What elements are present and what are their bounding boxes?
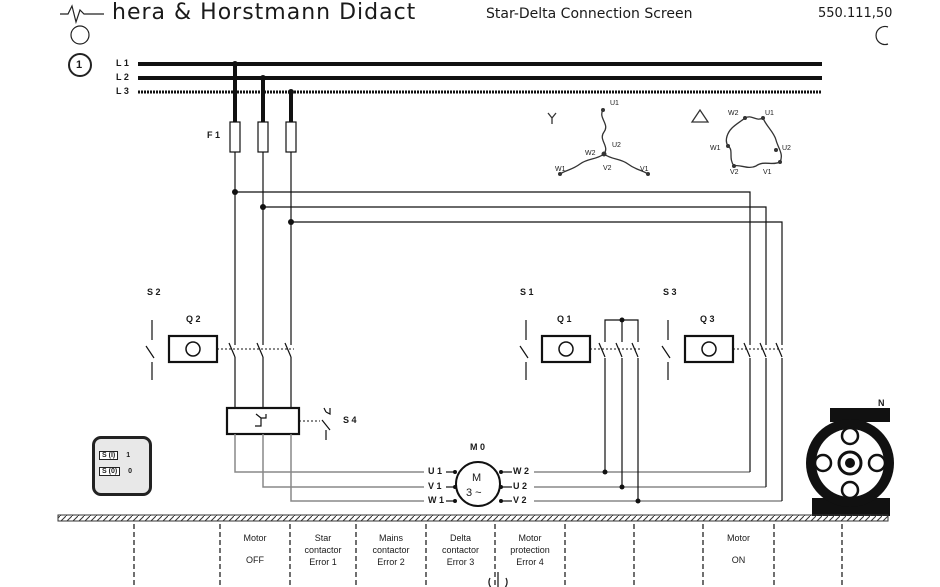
page-title: Star-Delta Connection Screen: [486, 6, 693, 22]
terminal-u2: U 2: [513, 481, 528, 491]
delta-label-w2: W2: [728, 110, 739, 117]
corner-hole-left: [70, 25, 90, 45]
error3-line1: Delta: [449, 533, 471, 543]
delta-diagram: [690, 108, 782, 169]
error2-line2: contactor: [372, 545, 410, 555]
mains-contactor-error-button[interactable]: Mains contactor Error 2: [358, 532, 424, 568]
power-symbol-icon: [488, 572, 508, 587]
star-diagram: [547, 109, 649, 175]
star-label-u2: U2: [612, 142, 621, 149]
page-number-circle: [68, 53, 92, 77]
error4-line3: Error 4: [516, 557, 544, 567]
star-nodes: [558, 108, 650, 176]
error2-line3: Error 2: [377, 557, 405, 567]
motor-on-button[interactable]: Motor ON: [705, 532, 772, 566]
label-s2: S 2: [147, 287, 161, 297]
delta-label-v2: V2: [730, 169, 739, 176]
switch-legend: S (I) 1 S (0) 0: [92, 436, 152, 496]
motor-protection-error-button[interactable]: Motor protection Error 4: [497, 532, 563, 568]
legend-key-off: S (0): [99, 467, 121, 476]
winding-junctions: [602, 317, 641, 504]
error3-line3: Error 3: [446, 557, 475, 567]
brand-logo-icon: [60, 4, 104, 25]
bus-label-l1: L 1: [116, 58, 129, 68]
label-q1: Q 1: [557, 314, 572, 324]
legend-val-off: 0: [128, 468, 133, 475]
motor-winding-lines: [534, 471, 782, 502]
ground-strip: [57, 514, 889, 522]
fuse-f1: [229, 121, 297, 153]
terminal-w2: W 2: [513, 466, 530, 476]
bus-label-l2: L 2: [116, 72, 129, 82]
part-code: 550.111,50: [818, 6, 893, 21]
delta-contactor-error-button[interactable]: Delta contactor Error 3: [428, 532, 493, 568]
star-label-v2: V2: [603, 165, 612, 172]
terminal-v1: V 1: [428, 481, 442, 491]
error1-line1: Star: [314, 533, 332, 543]
delta-label-v1: V1: [763, 169, 772, 176]
label-q3: Q 3: [700, 314, 715, 324]
error1-line3: Error 1: [309, 557, 337, 567]
motor-off-button[interactable]: Motor OFF: [222, 532, 288, 566]
phase-conductors: [234, 152, 783, 345]
delta-label-u1: U1: [765, 110, 774, 117]
error4-line1: Motor: [518, 533, 542, 543]
motor-on-line1: Motor: [726, 533, 750, 543]
motor-off-line2: OFF: [246, 555, 264, 565]
legend-val-on: 1: [126, 452, 131, 459]
contactor-q3[interactable]: [661, 320, 784, 380]
label-s4: S 4: [343, 415, 357, 425]
delta-nodes: [726, 116, 782, 168]
star-label-u1: U1: [610, 100, 619, 107]
delta-label-u2: U2: [782, 145, 791, 152]
page-number: 1: [76, 59, 83, 71]
motor-label-n: N: [878, 398, 885, 408]
star-label-v1: V1: [640, 166, 649, 173]
terminal-u1: U 1: [428, 466, 443, 476]
motor-off-line1: Motor: [243, 533, 267, 543]
motor-on-line2: ON: [731, 555, 746, 565]
motor-symbol-m: M: [472, 472, 482, 484]
right-verticals: [604, 319, 783, 501]
motor-protection-relay[interactable]: [225, 406, 331, 440]
error1-line2: contactor: [304, 545, 342, 555]
button-separators: [133, 524, 843, 587]
legend-key-on: S (I): [99, 451, 119, 460]
label-s1: S 1: [520, 287, 534, 297]
branch-junctions: [232, 189, 294, 225]
corner-hole-right: [875, 25, 889, 46]
motor-m0: [446, 461, 512, 507]
motor-feed-lines: [234, 434, 424, 502]
fuse-feeders: [233, 62, 293, 122]
error3-line2: contactor: [441, 545, 480, 555]
bus-label-l3: L 3: [116, 86, 129, 96]
motor-symbol-3phase: 3 ~: [466, 487, 482, 499]
star-contactor-error-button[interactable]: Star contactor Error 1: [292, 532, 354, 568]
star-label-w2: W2: [585, 150, 596, 157]
delta-label-w1: W1: [710, 145, 721, 152]
motor-illustration: [806, 408, 894, 516]
label-m0: M 0: [470, 442, 486, 452]
star-label-w1: W1: [555, 166, 566, 173]
label-f1: F 1: [207, 130, 221, 140]
contactor-q1[interactable]: [519, 320, 640, 380]
error2-line1: Mains: [378, 533, 403, 543]
q2-contacts: [228, 342, 292, 408]
terminal-v2: V 2: [513, 495, 527, 505]
brand-name: hera & Horstmann Didact: [112, 0, 417, 25]
contactor-q2[interactable]: [145, 320, 294, 380]
label-q2: Q 2: [186, 314, 201, 324]
error4-line2: protection: [510, 545, 550, 555]
label-s3: S 3: [663, 287, 677, 297]
terminal-w1: W 1: [428, 495, 445, 505]
bus-junctions: [232, 61, 294, 95]
